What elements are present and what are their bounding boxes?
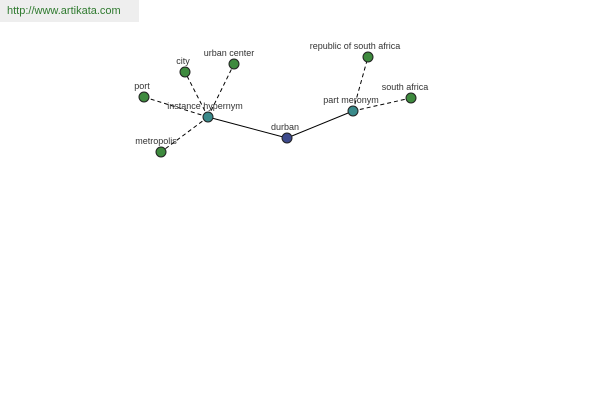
node-instance-hypernym-dot[interactable] [202, 111, 214, 123]
node-durban-label: durban [271, 122, 299, 132]
node-republic-of-south-africa-dot[interactable] [362, 51, 374, 63]
node-instance-hypernym[interactable]: instance hypernym [167, 101, 243, 123]
node-durban[interactable]: durban [271, 122, 299, 144]
node-metropolis[interactable]: metropolis [135, 136, 177, 158]
node-urban-center[interactable]: urban center [204, 48, 255, 70]
node-republic-of-south-africa-label: republic of south africa [310, 41, 401, 51]
node-part-meronym-dot[interactable] [347, 105, 359, 117]
node-durban-dot[interactable] [281, 132, 293, 144]
node-part-meronym[interactable]: part meronym [323, 95, 379, 117]
node-south-africa-label: south africa [382, 82, 429, 92]
edge-durban-instance-hypernym [207, 116, 288, 139]
source-url[interactable]: http://www.artikata.com [0, 0, 139, 22]
edge-durban-part-meronym [286, 110, 354, 139]
node-city-dot[interactable] [179, 66, 191, 78]
edge-instance-hypernym-city [184, 71, 209, 118]
node-port-label: port [134, 81, 150, 91]
node-urban-center-label: urban center [204, 48, 255, 58]
graph-edges [143, 56, 412, 153]
node-metropolis-label: metropolis [135, 136, 177, 146]
node-port-dot[interactable] [138, 91, 150, 103]
node-instance-hypernym-label: instance hypernym [167, 101, 243, 111]
node-south-africa-dot[interactable] [405, 92, 417, 104]
edge-instance-hypernym-metropolis [160, 116, 209, 153]
edge-instance-hypernym-urban-center [207, 63, 235, 118]
node-republic-of-south-africa[interactable]: republic of south africa [310, 41, 401, 63]
node-part-meronym-label: part meronym [323, 95, 379, 105]
node-city[interactable]: city [176, 56, 191, 78]
node-port[interactable]: port [134, 81, 150, 103]
edge-part-meronym-south-africa [352, 97, 412, 112]
node-metropolis-dot[interactable] [155, 146, 167, 158]
node-urban-center-dot[interactable] [228, 58, 240, 70]
node-city-label: city [176, 56, 190, 66]
edge-part-meronym-republic-of-south-africa [352, 56, 369, 112]
node-south-africa[interactable]: south africa [382, 82, 429, 104]
